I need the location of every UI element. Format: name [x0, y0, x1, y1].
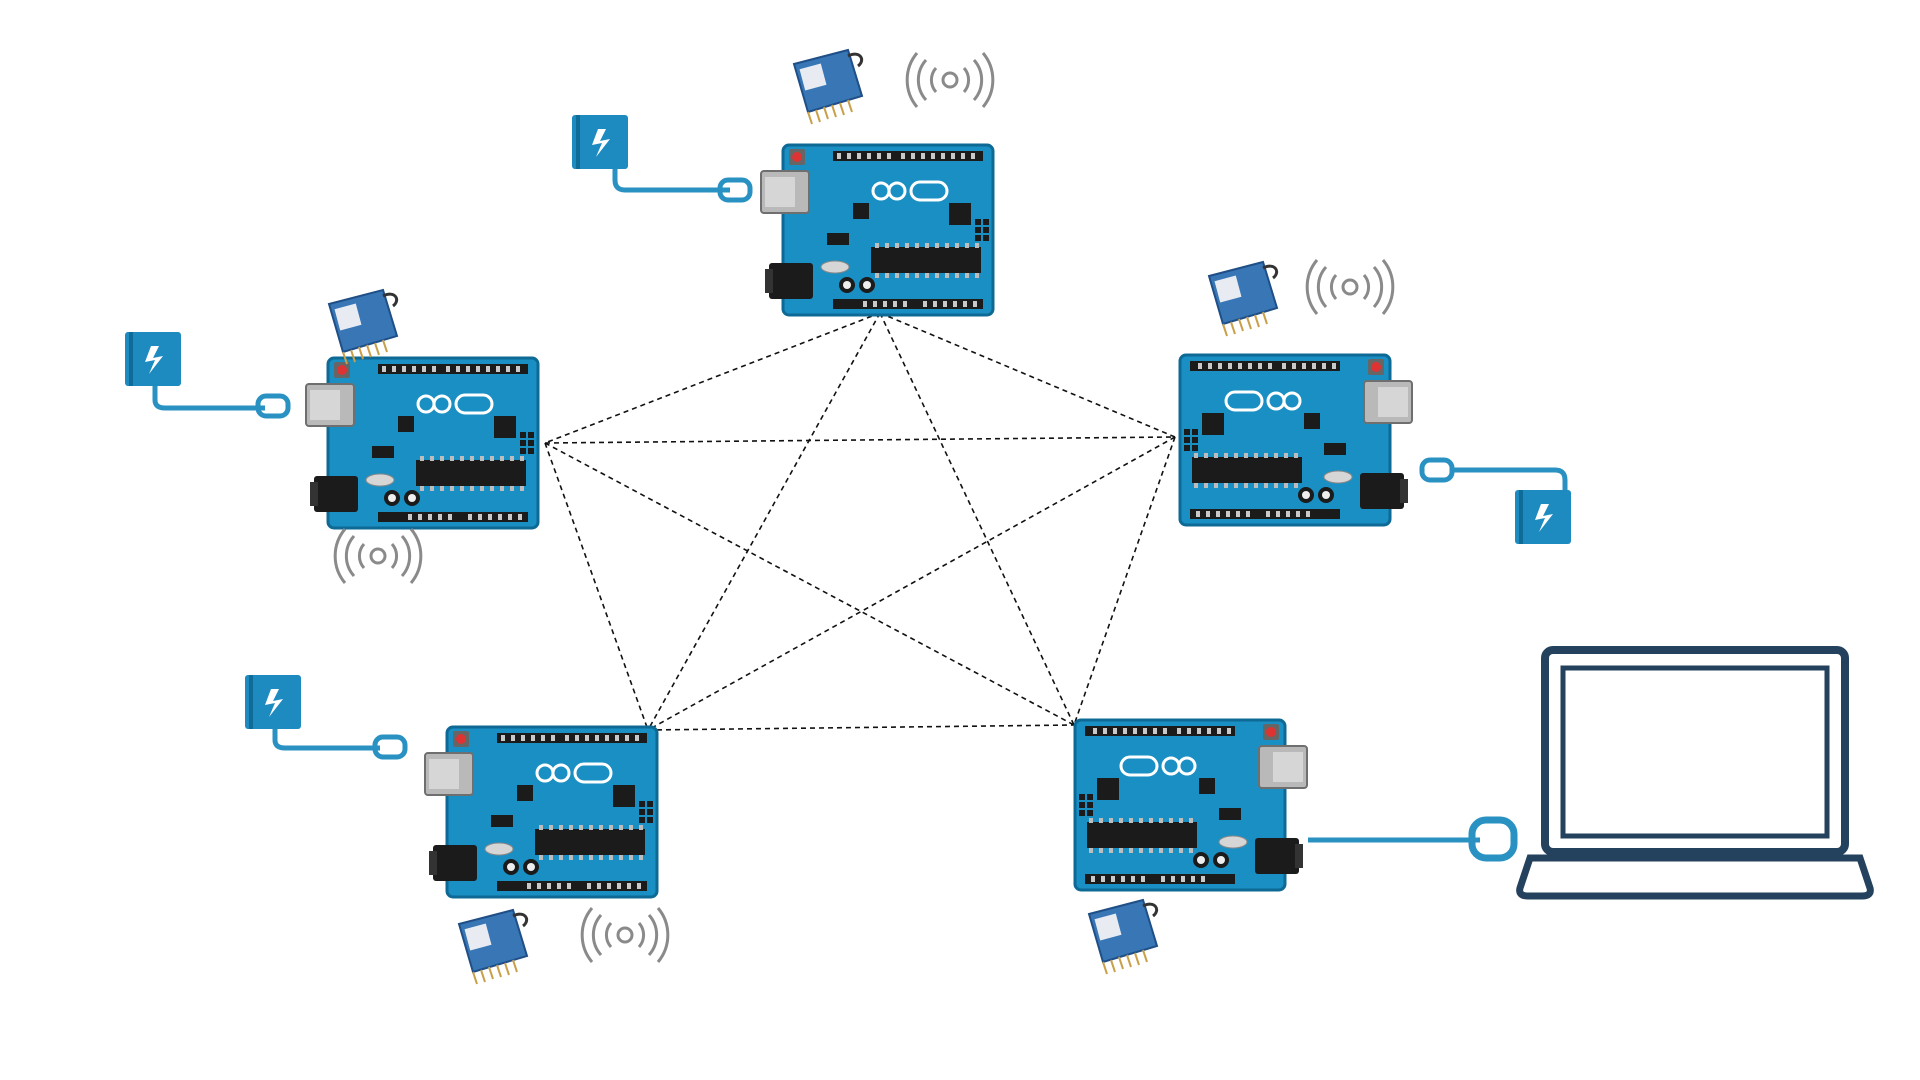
power-icon [572, 115, 628, 169]
power-icon [245, 675, 301, 729]
power-cable [1450, 467, 1568, 500]
link-left-bottomleft [544, 442, 649, 731]
power-icon [1515, 490, 1571, 544]
node-bottom-right [1073, 718, 1518, 976]
wireless-signal-icon [333, 527, 423, 585]
link-right-bottomright [1073, 436, 1176, 726]
arduino-board [759, 143, 995, 317]
power-icon [125, 332, 181, 386]
usb-plug [1468, 816, 1518, 862]
laptop-icon [1516, 646, 1874, 900]
arduino-board [1178, 353, 1414, 527]
arduino-board [1073, 718, 1309, 892]
laptop-screen [1541, 646, 1849, 856]
node-top [572, 48, 995, 317]
node-left [125, 288, 540, 585]
arduino-board [304, 356, 540, 530]
wireless-signal-icon [905, 51, 995, 109]
xbee-module [457, 908, 529, 986]
arduino-board [423, 725, 659, 899]
wireless-signal-icon [1305, 258, 1395, 316]
power-cable [152, 380, 265, 411]
laptop-base [1516, 854, 1874, 900]
mesh-links [544, 312, 1176, 731]
usb-plug [1419, 457, 1455, 483]
link-left-right [544, 436, 1176, 444]
node-bottom-left [245, 675, 670, 986]
xbee-module [792, 48, 864, 126]
usb-plug [717, 177, 753, 203]
link-top-left [544, 312, 881, 444]
xbee-module [1087, 898, 1159, 976]
link-left-bottomright [544, 442, 1075, 726]
xbee-module [327, 288, 399, 366]
power-cable [612, 160, 730, 193]
laptop-display [1560, 665, 1830, 839]
node-right [1178, 258, 1571, 544]
link-bottomleft-bottomright [647, 724, 1075, 731]
usb-plug [255, 393, 291, 419]
link-top-bottomright [879, 312, 1075, 726]
link-right-bottomleft [647, 436, 1176, 731]
link-top-bottomleft [647, 312, 881, 731]
wireless-signal-icon [580, 906, 670, 964]
power-cable [272, 725, 380, 751]
usb-plug [372, 734, 408, 760]
xbee-module [1207, 260, 1279, 338]
link-top-right [879, 312, 1176, 438]
